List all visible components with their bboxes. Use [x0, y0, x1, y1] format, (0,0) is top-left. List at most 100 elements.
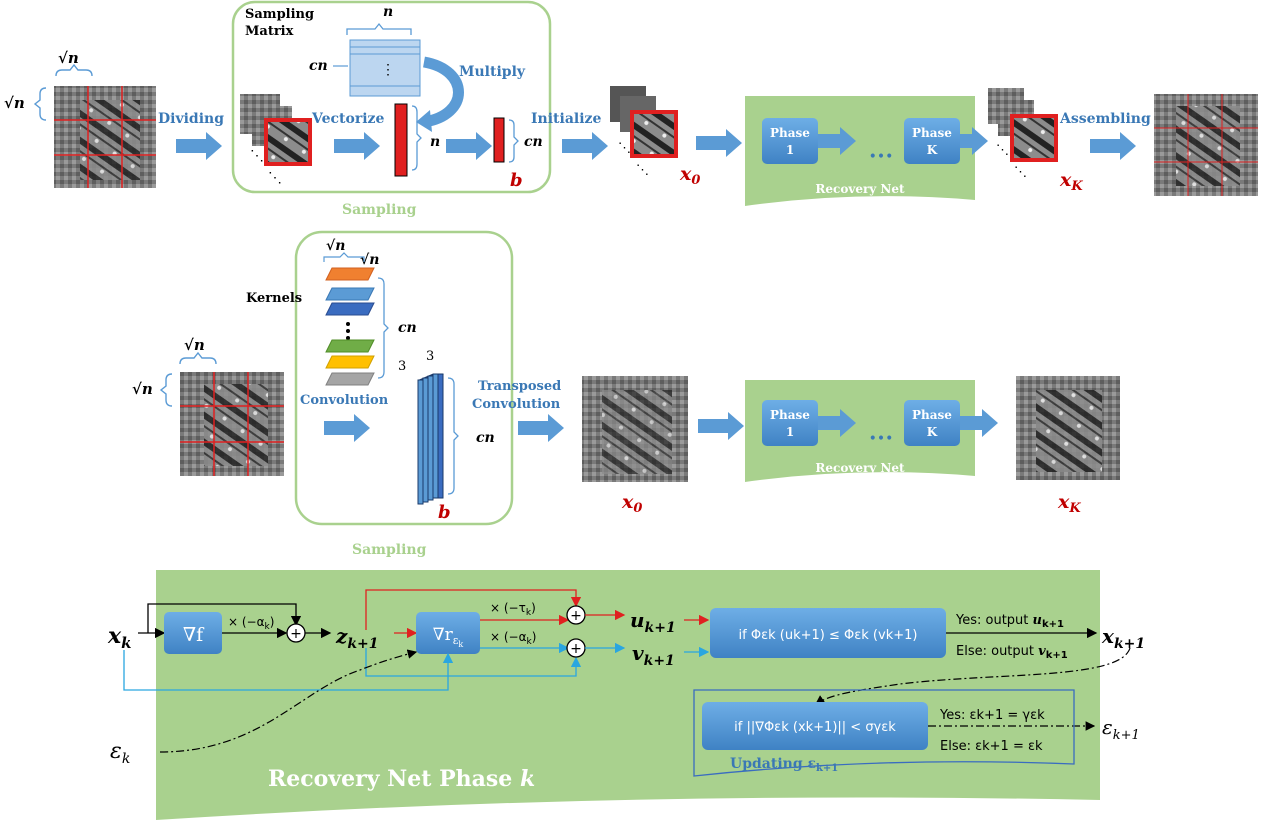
row2-to-xK-arrow: [960, 409, 998, 437]
brace-vector-n: [411, 105, 422, 171]
row1-phase-K-l2: K: [927, 143, 938, 157]
sampling-matrix: [349, 39, 421, 97]
row3-eps-k: εk: [110, 739, 130, 767]
row2-x0: x0: [621, 491, 642, 516]
row1-phase-1: [762, 118, 818, 164]
yes-output: Yes: output uk+1: [955, 613, 1064, 630]
row1-sampling-box: [231, 0, 552, 194]
arrow-assembling: [1090, 132, 1136, 160]
row2-sqrt-n-k1: √n: [326, 238, 345, 254]
label-convolution: Convolution: [300, 393, 389, 408]
svg-text:⋱: ⋱: [268, 170, 282, 186]
kernel-brace: [323, 252, 365, 262]
row1-b: b: [510, 170, 523, 191]
brace-top: [55, 63, 93, 77]
row1-cn-left: cn: [309, 58, 328, 74]
row1-phase-1-l1: Phase: [770, 126, 810, 140]
grad-f-box: [164, 612, 222, 654]
updating-label: Updating εk+1: [730, 756, 838, 774]
arrow-transposed: [518, 414, 564, 442]
svg-text:⋱: ⋱: [250, 148, 264, 164]
row1-phase-1-l2: 1: [786, 143, 794, 157]
arrow-vectorize: [334, 132, 380, 160]
label-multiply: Multiply: [459, 64, 526, 80]
update-condition-box: [702, 702, 928, 750]
arrow-to-recovery2: [698, 412, 744, 440]
row1-patch-stack: ⋱ ⋱: [240, 94, 312, 186]
row2-b: b: [438, 502, 451, 523]
brace-left: [33, 87, 47, 121]
grad-f-label: ∇f: [183, 624, 205, 646]
row1-n-top: n: [383, 4, 393, 20]
row1-sampling-label: Sampling: [342, 202, 417, 218]
grad-r-box: [416, 612, 480, 654]
row2-phase-1: [762, 400, 818, 446]
phase-k-title: Recovery Net Phase k: [268, 766, 535, 792]
row3-v: vk+1: [632, 641, 675, 669]
label-assembling: Assembling: [1059, 111, 1151, 127]
row1-xK-stack: ⋱ ⋱: [988, 88, 1058, 180]
row3-x-next: xk+1: [1101, 624, 1145, 652]
row2-cn-stack: cn: [476, 430, 495, 446]
svg-text:⋱: ⋱: [618, 141, 631, 156]
kernel-stack: [325, 267, 375, 386]
mult-alpha-top: × (−αk): [228, 615, 274, 632]
row2-sampling-label: Sampling: [352, 542, 427, 558]
svg-text:⋱: ⋱: [1014, 165, 1027, 180]
row2-phase-arrow: [818, 409, 856, 437]
line-z-v: [365, 648, 582, 677]
arrow-to-recovery1: [696, 129, 742, 157]
row3-u: uk+1: [630, 608, 676, 636]
feature-stack: [417, 373, 444, 505]
row2-phase-K-l2: K: [927, 425, 938, 439]
update-frame: [693, 689, 1075, 777]
row2-sampling-box: [294, 230, 514, 526]
row2-three-b: 3: [426, 349, 434, 364]
row2-brace-top: [179, 351, 217, 365]
sampling-matrix-l1: Sampling: [245, 7, 314, 22]
row2-input-image: [180, 372, 284, 476]
line-eps-gradr: [159, 649, 418, 753]
row1-cn-right: cn: [524, 134, 543, 150]
mult-tau: × (−τk): [490, 601, 536, 618]
row2-sqrt-n-k2: √n: [360, 252, 379, 268]
row2-brace-left: [159, 373, 173, 407]
row1-xK: xK: [1059, 169, 1083, 194]
sum-node-1-plus: +: [290, 626, 302, 642]
row2-three-a: 3: [398, 359, 406, 374]
row3-eps-next: εk+1: [1102, 715, 1140, 743]
label-transposed-l1: Transposed: [478, 379, 561, 394]
row1-phase-K: [904, 118, 960, 164]
arrow-initialize: [562, 132, 608, 160]
row1-input-image: [54, 86, 156, 188]
label-kernels: Kernels: [246, 291, 302, 306]
row1-sqrt-n-left: √n: [4, 94, 25, 112]
matrix-brace-top: [346, 22, 412, 35]
row1-output-image: [1154, 94, 1258, 196]
row1-to-xK-arrow: [960, 127, 988, 155]
line-xnext-update: [815, 647, 1131, 705]
update-condition-text: if ||∇Φεk (xk+1)|| < σγεk: [734, 720, 896, 735]
else-eps: Else: εk+1 = εk: [940, 739, 1043, 754]
row2-xK: xK: [1057, 491, 1081, 516]
sum-node-u-plus: +: [570, 608, 582, 624]
row3-z: zk+1: [335, 624, 379, 652]
vector-n: [394, 103, 408, 177]
line-xk-gradr: [123, 650, 454, 691]
row2-phase-K-l1: Phase: [912, 408, 952, 422]
row1-phase-K-l1: Phase: [912, 126, 952, 140]
line-xk-skip: [147, 603, 302, 633]
label-vectorize: Vectorize: [311, 111, 384, 127]
condition-box: [710, 608, 946, 658]
mult-alpha-mid: × (−αk): [490, 630, 536, 647]
row2-xK-image: [1016, 376, 1120, 480]
label-dividing: Dividing: [158, 111, 224, 127]
row2-cn-kernels: cn: [398, 320, 417, 336]
svg-text:⋱: ⋱: [996, 143, 1009, 158]
row2-phase-1-l2: 1: [786, 425, 794, 439]
row1-phase-arrow: [818, 127, 856, 155]
else-output: Else: output vk+1: [956, 644, 1068, 661]
multiply-arrow: [422, 56, 464, 128]
multiply-arrow-head: [416, 110, 432, 132]
